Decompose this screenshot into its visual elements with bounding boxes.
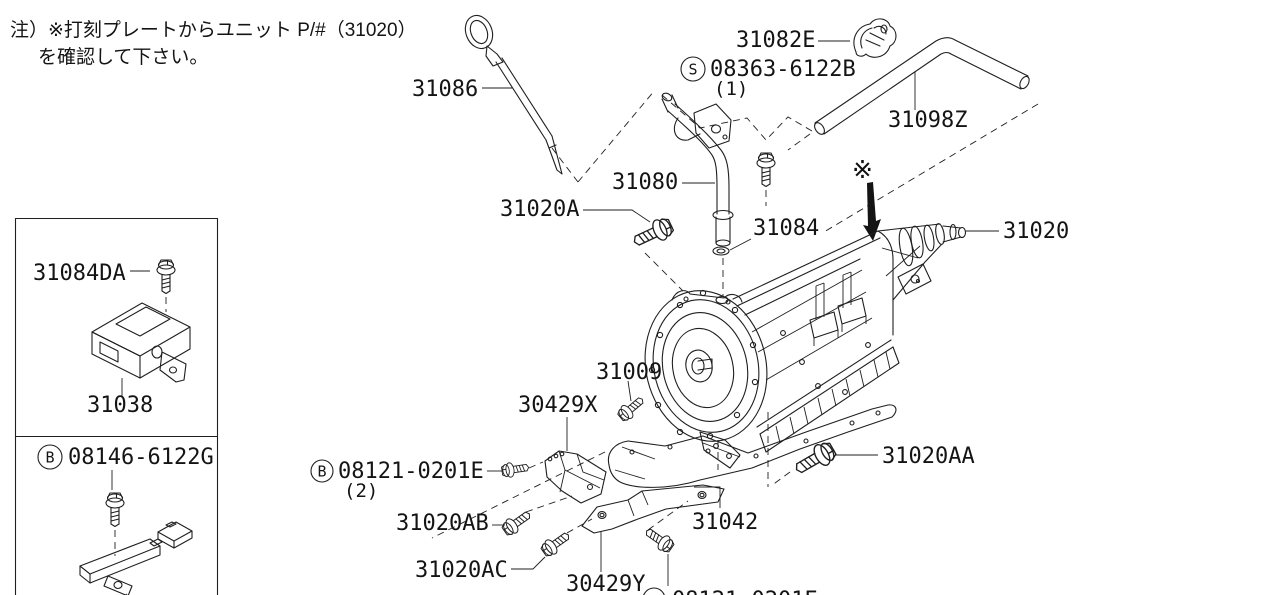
construction-dash-hose-1 (823, 103, 1039, 233)
part-label-31098Z: 31098Z (888, 108, 967, 133)
arrow-icon (863, 182, 881, 241)
circled-s-letter: S (688, 61, 697, 79)
circled-b-icon (310, 459, 334, 483)
part-label-31020AA: 31020AA (882, 444, 975, 469)
construction-dash-gasket (431, 451, 606, 539)
part-label-30429X: 30429X (518, 393, 598, 418)
construction-dash-08121 (528, 461, 544, 469)
construction-dash-31020AC (566, 518, 593, 534)
bolt-08121 (500, 459, 531, 479)
circled-b-sensor-icon (37, 444, 63, 470)
part-label-08121-0201E-bottom: 08121-0201E (672, 588, 818, 595)
screw-b2-label-group: 08121-0201E (643, 587, 818, 595)
leader-31084 (729, 238, 752, 251)
bolt-31020AA (790, 438, 840, 481)
construction-dash-31020AA (770, 471, 791, 487)
part-label-31082E: 31082E (736, 28, 815, 53)
bolt-08121-second (641, 523, 677, 556)
case-body (732, 230, 900, 453)
tube-bracket (693, 103, 732, 149)
hose-drawing (814, 37, 1030, 135)
note-line-1: 注）※打刻プレートからユニット P/#（31020） (10, 19, 417, 41)
reference-mark: ※ (852, 156, 873, 184)
circled-s-icon (680, 56, 706, 82)
bolt-31020A (629, 214, 677, 253)
part-label-08363-6122B: 08363-6122B (710, 57, 856, 82)
leader-31009 (627, 380, 632, 402)
part-label-31020AC: 31020AC (415, 558, 508, 583)
part-label-08121-0201E: 08121-0201E (338, 459, 484, 484)
dipstick-tube-drawing (661, 92, 734, 247)
bolt-08146 (105, 492, 125, 528)
part-qty-08363-6122B: (1) (714, 78, 748, 100)
revolution-sensor-drawing (79, 521, 193, 595)
part-label-31080: 31080 (612, 170, 678, 195)
leader-31042 (694, 486, 721, 508)
part-label-08146-6122G: 08146-6122G (68, 445, 214, 470)
screw-s-label-group: S 08363-6122B (1) (680, 56, 856, 100)
construction-dash-31020A (644, 252, 684, 292)
inset-box-bottom (14, 435, 219, 595)
leader-31020AC (511, 556, 546, 570)
screw-b-label-group: B 08121-0201E (2) (310, 459, 484, 502)
bolt-31009 (615, 392, 648, 424)
dipstick-drawing (464, 14, 563, 175)
circled-b-sensor-letter: B (45, 449, 54, 467)
part-qty-08121-0201E: (2) (344, 480, 378, 502)
construction-dash-dipstick-2 (577, 89, 656, 183)
construction-dash-hose-2 (787, 133, 811, 151)
part-label-31084DA: 31084DA (33, 261, 126, 286)
part-label-31042: 31042 (692, 510, 758, 535)
construction-dash-31020AB (525, 495, 573, 513)
circled-b2-icon (643, 587, 665, 595)
transmission-drawing (644, 223, 967, 469)
part-label-31086: 31086 (412, 77, 478, 102)
construction-dash-bolt2 (647, 500, 689, 531)
part-label-31020: 31020 (1003, 219, 1069, 244)
oring-drawing (712, 246, 730, 256)
bolt-tube-bracket (756, 152, 776, 188)
gasket-drawing (607, 404, 897, 488)
part-label-31038: 31038 (87, 393, 153, 418)
bolt-31020AB (499, 506, 535, 539)
leader-31020A (583, 209, 651, 223)
part-label-31084: 31084 (753, 216, 819, 241)
bracket-x-drawing (544, 450, 607, 504)
clamp-drawing (853, 18, 897, 58)
part-label-31020AB: 31020AB (396, 511, 489, 536)
note: 注）※打刻プレートからユニット P/#（31020） を確認して下さい。 (10, 19, 417, 68)
construction-dash-clamp (661, 94, 813, 141)
part-label-31009: 31009 (596, 360, 662, 385)
bolt-sensor-label-group: B 08146-6122G (37, 444, 214, 470)
part-label-30429Y: 30429Y (566, 572, 645, 595)
reference-arrow: ※ (852, 156, 881, 241)
extension-housing (877, 223, 967, 301)
part-label-31020A: 31020A (500, 197, 579, 222)
construction-dash-dipstick-1 (551, 147, 579, 183)
bolt-31084DA (156, 259, 176, 295)
control-module-drawing (91, 302, 191, 383)
note-line-2: を確認して下さい。 (38, 46, 208, 68)
circled-b-letter: B (317, 463, 326, 481)
bracket-y-drawing (581, 484, 725, 534)
